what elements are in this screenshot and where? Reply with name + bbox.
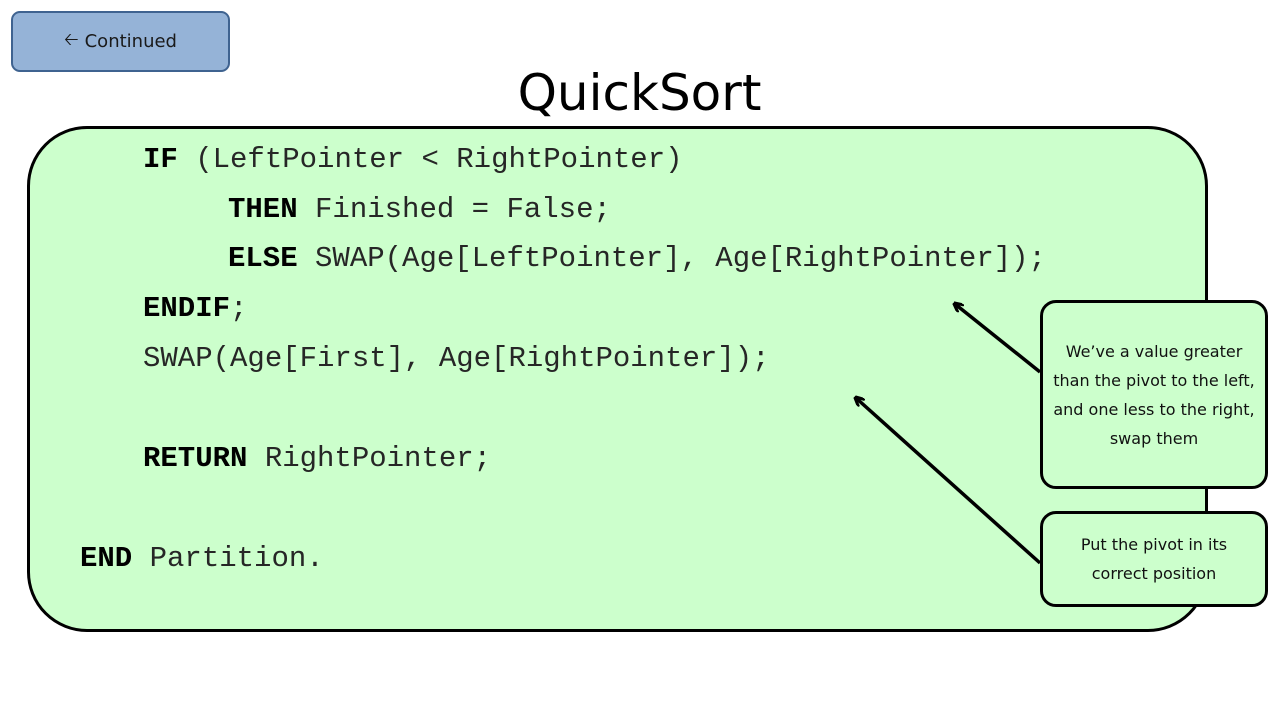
page-title: QuickSort <box>517 64 762 122</box>
code-line-end: END Partition. <box>80 542 324 575</box>
callout-swap-explanation: We’ve a value greater than the pivot to … <box>1040 300 1268 489</box>
continued-back-button[interactable]: 🡠 Continued <box>11 11 230 72</box>
callout-pivot-explanation: Put the pivot in its correct position <box>1040 511 1268 607</box>
left-arrow-icon: 🡠 <box>64 28 79 50</box>
code-line-swap-pivot: SWAP(Age[First], Age[RightPointer]); <box>143 342 770 375</box>
code-line-endif: ENDIF; <box>143 292 248 325</box>
code-line-if: IF (LeftPointer < RightPointer) <box>143 143 683 176</box>
code-line-then: THEN Finished = False; <box>228 193 611 226</box>
code-line-return: RETURN RightPointer; <box>143 442 492 475</box>
continued-label: Continued <box>84 31 177 52</box>
code-line-else: ELSE SWAP(Age[LeftPointer], Age[RightPoi… <box>228 242 1046 275</box>
